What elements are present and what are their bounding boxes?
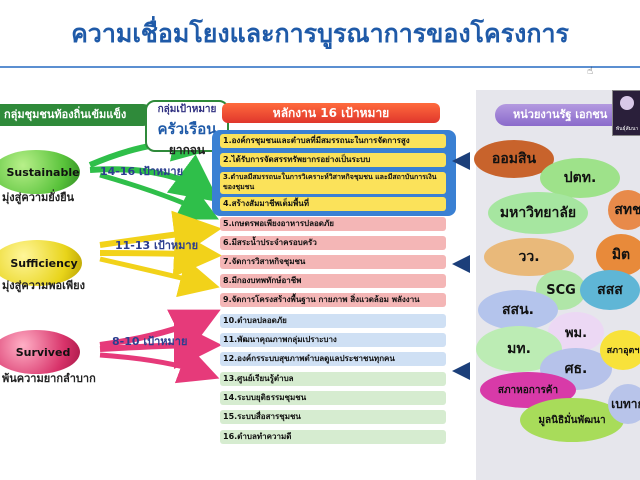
target-item: 14.ระบบยุติธรรมชุมชน — [220, 391, 446, 405]
partner-bubble: สภาอุตฯ — [600, 330, 640, 370]
page-title: ความเชื่อมโยงและการบูรณาการของโครงการ — [71, 19, 569, 48]
video-thumbnail[interactable]: พันธุ์สัมนา — [612, 90, 640, 136]
partner-bubble: สสส — [580, 270, 640, 310]
target-item: 8.มีกองบทพทักษ์อาชีพ — [220, 274, 446, 288]
target-group-box: กลุ่มเป้าหมาย ครัวเรือน ยากจน — [145, 100, 229, 157]
arrow-yellow-2 — [99, 229, 222, 278]
partner-bubble: วว. — [484, 238, 574, 276]
target-item: 15.ระบบสื่อสารชุมชน — [220, 410, 446, 424]
partner-bubble: มหาวิทยาลัย — [488, 192, 588, 234]
target-item: 11.พัฒนาคุณภาพกลุ่มเปราะบาง — [220, 333, 446, 347]
target-item: 13.ศูนย์เรียนรู้ตำบล — [220, 372, 446, 386]
video-caption: พันธุ์สัมนา — [615, 126, 639, 132]
partner-bubble: พม. — [548, 312, 604, 352]
level-name: Sustainable — [6, 165, 80, 179]
partner-bubble: มท. — [476, 326, 562, 372]
level-target-count: 11-13 เป้าหมาย — [115, 239, 199, 252]
avatar — [620, 96, 634, 110]
level-circle-survived: Survived — [0, 330, 80, 374]
level-target-count: 8-10 เป้าหมาย — [112, 335, 188, 348]
target-item: 1.องค์กรชุมชนและตำบลที่มีสมรรถนะในการจัด… — [220, 134, 446, 148]
target-group-line1: กลุ่มเป้าหมาย — [157, 104, 217, 115]
arrow-green-3 — [99, 172, 219, 220]
target-group-line3: ยากจน — [168, 143, 206, 157]
arrow-pink-3 — [99, 345, 220, 384]
target-item: 4.สร้างสัมมาชีพเต็มพื้นที่ — [220, 197, 446, 211]
arrow-pink-1 — [99, 309, 221, 353]
level-name: Sufficiency — [10, 256, 78, 270]
arrow-left-icon — [452, 255, 470, 273]
level-subtitle: พ้นความยากลำบาก — [2, 372, 96, 385]
mouse-cursor-icon: ☝ — [587, 66, 594, 77]
level-name: Survived — [15, 345, 71, 359]
arrow-pink-2 — [99, 321, 222, 370]
target-item: 7.จัดการวิสาหกิจชุมชน — [220, 255, 446, 269]
flow-arrows — [88, 135, 222, 384]
partner-bubble: ปตท. — [540, 158, 620, 198]
level-subtitle: มุ่งสู่ความพอเพียง — [2, 279, 85, 292]
title-divider — [0, 66, 640, 68]
right-column-header: หน่วยงานรัฐ เอกชน — [495, 104, 640, 126]
arrow-yellow-3 — [99, 256, 220, 298]
arrow-left-icon — [452, 152, 470, 170]
arrow-left-icon — [452, 362, 470, 380]
partner-bubble: มูลนิธิมั่นพัฒนา — [520, 398, 624, 442]
target-item: 6.มีสระน้ำประจำครอบครัว — [220, 236, 446, 250]
level-circle-sustainable: Sustainable — [0, 150, 80, 194]
target-item: 12.องค์กรระบบสุขภาพตำบลดูแลประชาชนทุกคน — [220, 352, 446, 366]
level-subtitle: มุ่งสู่ความยั่งยืน — [2, 191, 75, 204]
partner-bubble: สสน. — [478, 290, 558, 330]
level-circle-sufficiency: Sufficiency — [0, 240, 82, 286]
target-group-line2: ครัวเรือน — [157, 120, 217, 138]
level-target-count: 14-16 เป้าหมาย — [100, 165, 184, 178]
partner-bubble: เบทาก — [608, 384, 640, 424]
target-item: 10.ตำบลปลอดภัย — [220, 314, 446, 328]
partner-bubble: มิต — [596, 234, 640, 276]
target-item: 2.ได้รับการจัดสรรทรัพยากรอย่างเป็นระบบ — [220, 153, 446, 167]
target-item: 9.จัดการโครงสร้างพื้นฐาน กายภาพ สิ่งแวดล… — [220, 293, 446, 307]
left-column-header: กลุ่มชุมชนท้องถิ่นเข้มแข็ง — [0, 104, 154, 126]
partner-bubble: สทช — [608, 190, 640, 230]
target-item: 16.ตำบลทำความดี — [220, 430, 446, 444]
center-column-header: หลักงาน 16 เป้าหมาย — [222, 103, 440, 123]
target-item: 3.ตำบลมีสมรรถนะในการวิเคราะห์วิสาหกิจชุม… — [220, 172, 446, 194]
target-item: 5.เกษตรพอเพียงอาหารปลอดภัย — [220, 217, 446, 231]
